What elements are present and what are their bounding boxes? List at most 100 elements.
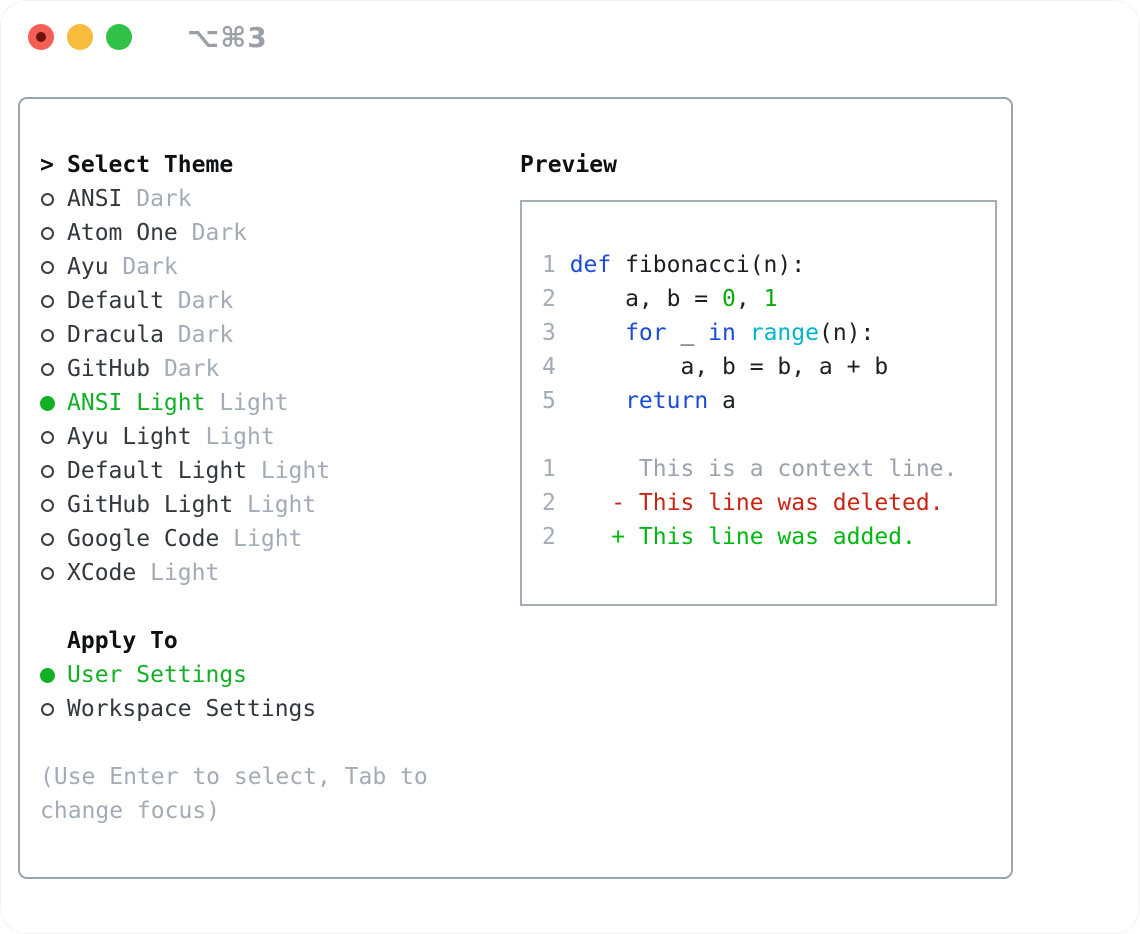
code-content: for _ in range(n): — [570, 316, 875, 350]
radio-icon — [41, 566, 54, 580]
option-variant-label: Dark — [191, 220, 248, 246]
option-label: Default — [67, 288, 164, 314]
code-token: for — [625, 320, 667, 346]
code-line: 2 + This line was added. — [542, 520, 995, 554]
code-token: (n): — [818, 320, 875, 346]
unsaved-changes-dot-icon — [36, 32, 46, 42]
code-token: a, b = b, a + b — [569, 354, 889, 380]
radio-icon — [41, 226, 54, 240]
maximize-button[interactable] — [106, 24, 132, 50]
line-number — [542, 418, 570, 452]
code-line: 2 a, b = 0, 1 — [542, 282, 995, 316]
code-token: , — [735, 286, 764, 312]
code-token — [570, 320, 625, 346]
code-content: a, b = 0, 1 — [569, 282, 778, 316]
option-label: GitHub Light — [67, 492, 234, 518]
code-token: + This line was added. — [569, 524, 916, 550]
option-label: GitHub — [67, 356, 151, 382]
option-label: ANSI Light — [67, 390, 206, 416]
code-token — [736, 320, 750, 346]
radio-icon — [41, 294, 54, 308]
code-line: 3 for _ in range(n): — [542, 316, 995, 350]
option-label: Dracula — [67, 322, 164, 348]
radio-icon — [41, 430, 54, 444]
option-label: Google Code — [67, 526, 220, 552]
code-token: a, b = — [569, 286, 723, 312]
apply-to-title: Apply To — [67, 628, 178, 654]
titlebar: ⌥⌘3 — [28, 21, 268, 54]
code-line: 2 - This line was deleted. — [542, 486, 995, 520]
line-number: 1 — [542, 456, 556, 482]
theme-list-title: Select Theme — [67, 152, 234, 178]
option-label: Ayu — [67, 254, 109, 280]
code-token: 1 — [763, 286, 778, 312]
help-line: (Use Enter to select, Tab to — [40, 764, 428, 790]
preview-header: Preview — [520, 148, 1011, 182]
code-token: 0 — [722, 286, 736, 312]
code-content: a, b = b, a + b — [569, 350, 889, 384]
theme-option-google-code[interactable]: Google Code Light — [40, 522, 520, 556]
radio-icon — [41, 464, 54, 478]
apply-to-header: Apply To — [40, 624, 520, 658]
spacer — [40, 590, 520, 624]
option-variant-label: Light — [260, 458, 331, 484]
code-token: a — [708, 388, 736, 414]
radio-icon — [41, 362, 54, 376]
line-number: 1 — [542, 252, 556, 278]
code-content: + This line was added. — [570, 520, 916, 554]
radio-icon — [41, 328, 54, 342]
code-line: 5 return a — [542, 384, 995, 418]
line-number: 5 — [542, 388, 556, 414]
radio-selected-icon — [40, 667, 55, 683]
code-token: return — [625, 388, 709, 414]
option-variant-label: Dark — [177, 288, 234, 314]
code-token: This is a context line. — [569, 456, 958, 482]
code-line — [542, 418, 995, 452]
option-variant-label: Light — [233, 526, 303, 552]
theme-list-header: > Select Theme — [40, 148, 520, 182]
option-variant-label: Dark — [122, 254, 178, 280]
line-number: 3 — [542, 320, 556, 346]
apply-option-user-settings[interactable]: User Settings — [40, 658, 520, 692]
theme-option-atom-one[interactable]: Atom One Dark — [40, 216, 520, 250]
theme-option-default[interactable]: Default Dark — [40, 284, 520, 318]
code-content: - This line was deleted. — [570, 486, 943, 520]
apply-option-workspace-settings[interactable]: Workspace Settings — [40, 692, 520, 726]
radio-icon — [41, 498, 54, 512]
theme-option-ansi-light[interactable]: ANSI Light Light — [40, 386, 520, 420]
help-line: change focus) — [40, 798, 221, 824]
close-button[interactable] — [28, 24, 54, 50]
option-variant-label: Dark — [177, 322, 234, 348]
option-label: ANSI — [67, 186, 123, 212]
option-variant-label: Light — [150, 560, 220, 586]
line-number: 2 — [542, 524, 556, 550]
line-number: 2 — [542, 286, 556, 312]
preview-title: Preview — [520, 152, 617, 178]
option-label: Default Light — [67, 458, 248, 484]
theme-option-ayu[interactable]: Ayu Dark — [40, 250, 520, 284]
theme-option-ansi[interactable]: ANSI Dark — [40, 182, 520, 216]
minimize-button[interactable] — [67, 24, 93, 50]
radio-icon — [41, 702, 54, 716]
option-label: XCode — [67, 560, 137, 586]
code-token: _ — [666, 320, 709, 346]
theme-option-default-light[interactable]: Default Light Light — [40, 454, 520, 488]
option-variant-label: Light — [219, 390, 289, 416]
theme-option-dracula[interactable]: Dracula Dark — [40, 318, 520, 352]
code-token: fibonacci(n): — [611, 252, 806, 278]
option-label: Atom One — [67, 220, 178, 246]
line-number: 2 — [542, 490, 556, 516]
option-variant-label: Light — [205, 424, 275, 450]
theme-option-xcode[interactable]: XCode Light — [40, 556, 520, 590]
prompt-icon: > — [40, 152, 54, 178]
option-variant-label: Dark — [136, 186, 192, 212]
